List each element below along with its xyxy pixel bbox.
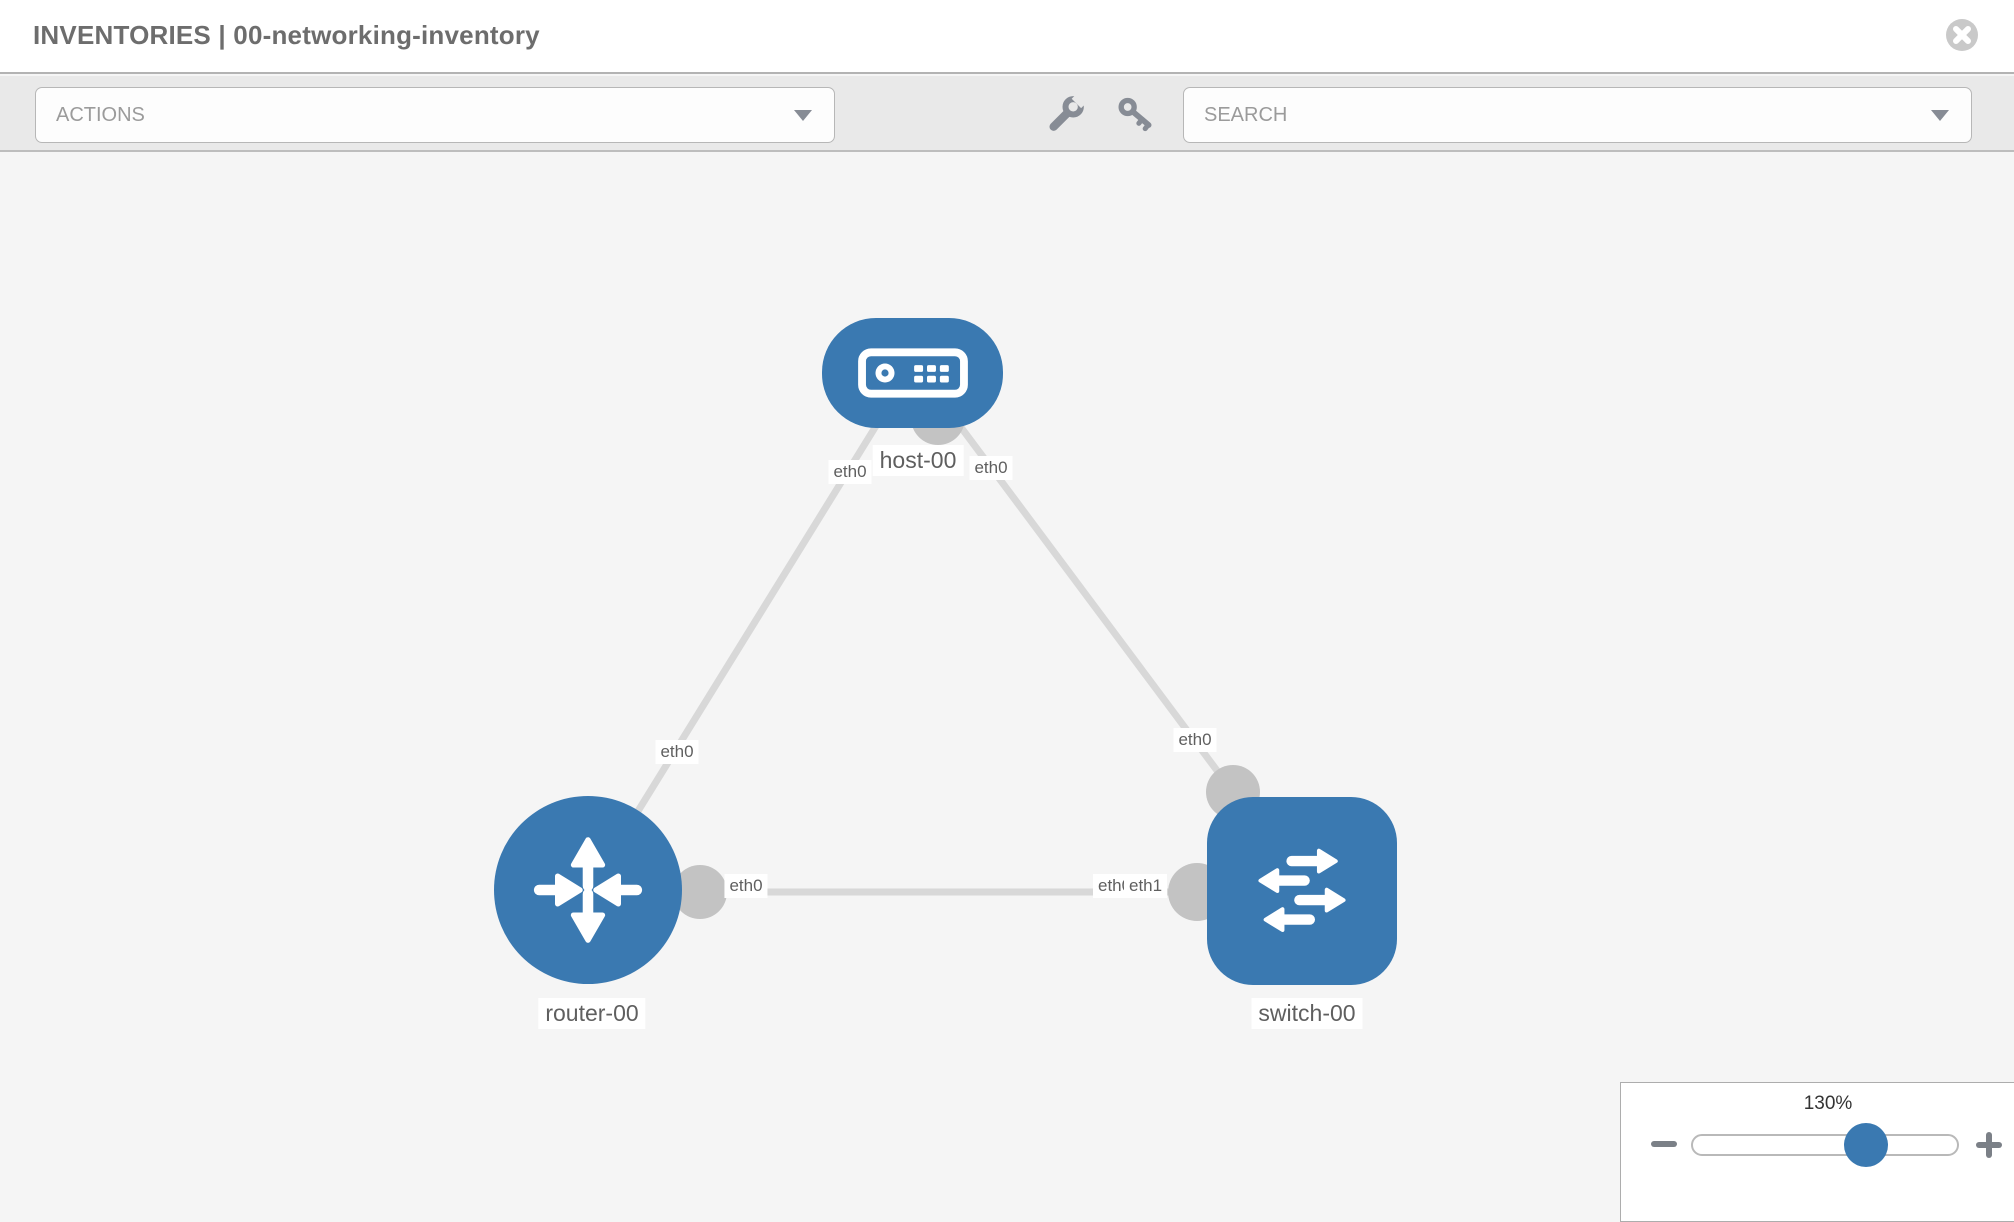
zoom-in-button[interactable] xyxy=(1976,1132,2002,1158)
chevron-down-icon xyxy=(1931,109,1949,121)
search-dropdown[interactable] xyxy=(1183,87,1972,143)
link-host-switch[interactable] xyxy=(922,376,1236,795)
if-label-switch-eth1: eth1 xyxy=(1124,874,1168,898)
header-bar: INVENTORIES | 00-networking-inventory xyxy=(0,0,2014,74)
switch-icon xyxy=(1258,848,1346,932)
node-switch[interactable] xyxy=(1207,797,1397,985)
node-host[interactable] xyxy=(822,318,1003,428)
close-icon[interactable] xyxy=(1945,18,1979,52)
zoom-slider[interactable] xyxy=(1691,1123,1959,1167)
host-icon xyxy=(857,348,968,398)
connector-router-right[interactable] xyxy=(673,865,727,919)
if-label-router-eth0-uplink: eth0 xyxy=(655,740,699,764)
zoom-out-button[interactable] xyxy=(1651,1132,1677,1147)
node-label-router: router-00 xyxy=(538,998,646,1029)
node-label-switch: switch-00 xyxy=(1251,998,1363,1029)
actions-dropdown[interactable]: ACTIONS xyxy=(35,87,835,143)
if-label-switch-eth0: eth0 xyxy=(1173,728,1217,752)
if-label-router-eth0-lan: eth0 xyxy=(724,874,768,898)
node-label-host: host-00 xyxy=(872,445,964,476)
if-label-host-eth0-left: eth0 xyxy=(828,460,872,484)
toolbar: ACTIONS xyxy=(0,76,2014,152)
zoom-level: 130% xyxy=(1803,1093,1853,1114)
chevron-down-icon xyxy=(794,109,812,121)
node-router[interactable] xyxy=(494,796,682,984)
page-title: INVENTORIES | 00-networking-inventory xyxy=(33,20,540,50)
key-icon[interactable] xyxy=(1116,94,1156,134)
wrench-icon[interactable] xyxy=(1046,94,1086,134)
zoom-panel: 130% xyxy=(1620,1082,2014,1222)
actions-label: ACTIONS xyxy=(56,103,145,126)
zoom-slider-handle[interactable] xyxy=(1844,1123,1888,1167)
router-icon xyxy=(533,837,643,943)
topology-canvas[interactable]: host-00 router-00 switch-00 eth0 eth0 et… xyxy=(0,154,2014,1222)
if-label-host-eth0-right: eth0 xyxy=(969,456,1013,480)
search-input[interactable] xyxy=(1204,103,1931,127)
links-layer xyxy=(585,376,1260,921)
